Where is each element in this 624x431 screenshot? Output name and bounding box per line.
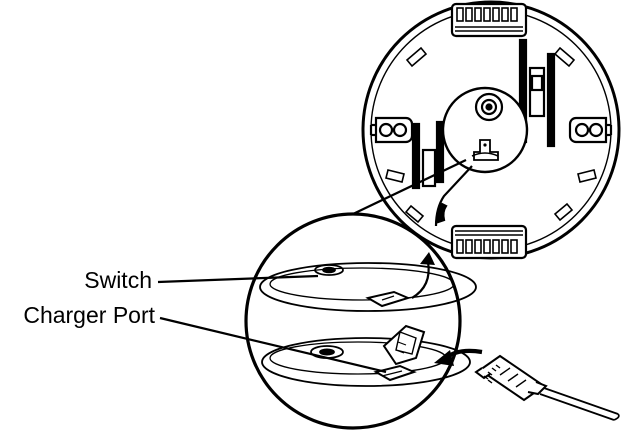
lower-hub-charger-view [261,324,471,387]
magnifier-outline [244,212,462,430]
charger-port-label: Charger Port [23,302,155,328]
upper-hub-switch-view [259,262,477,312]
robot-underside [361,0,621,260]
callout-leaders [157,274,387,374]
right-bar-cluster [518,38,556,148]
charger-port-leader-line [159,316,387,374]
charger-plug [474,354,620,421]
left-bar-cluster [411,120,445,190]
center-hub [441,86,529,174]
top-drive-track [450,2,528,38]
zoom-connector [352,159,473,227]
switch-label: Switch [84,267,152,293]
charger-insert-arrow [434,348,483,366]
bottom-drive-track [450,224,528,260]
right-side-wheel [568,116,613,144]
switch-leader-line [157,274,319,284]
left-side-wheel [369,116,414,144]
switch-toggle-arrow [411,252,435,299]
magnified-detail [244,212,483,430]
rim-notches [385,46,597,224]
